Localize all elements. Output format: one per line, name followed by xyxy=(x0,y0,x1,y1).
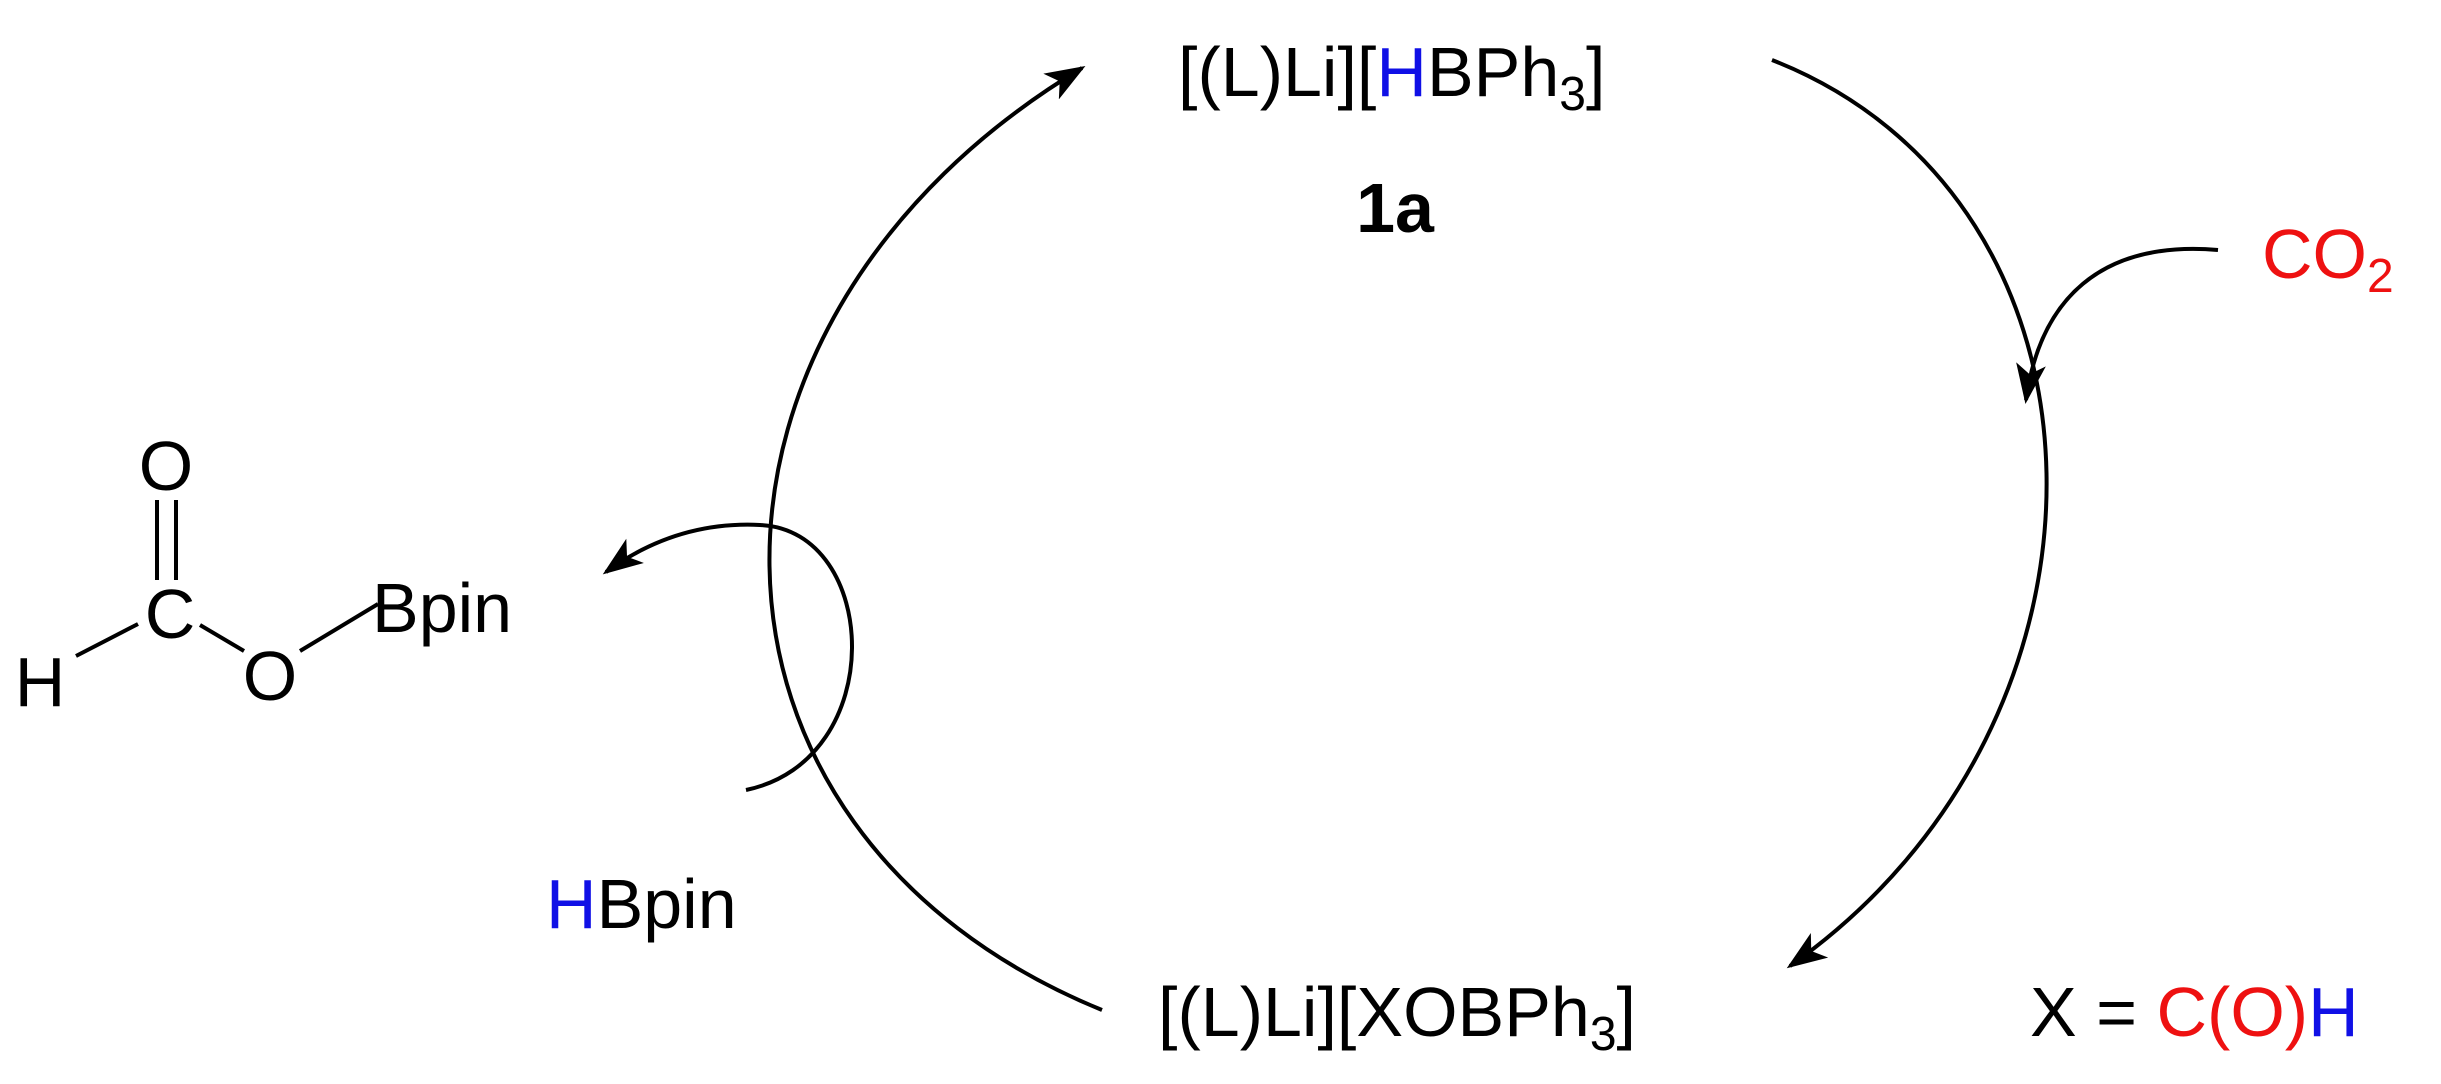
x-definition-lhs: X = xyxy=(2030,973,2156,1051)
x-definition-h: H xyxy=(2308,973,2359,1051)
h-c-bond xyxy=(75,622,139,658)
co2-subscript: 2 xyxy=(2367,250,2394,303)
intermediate-suffix: ] xyxy=(1617,973,1636,1051)
x-definition-formyl: C(O) xyxy=(2156,973,2308,1051)
catalyst-subscript: 3 xyxy=(1559,68,1586,121)
co2-entry-arrow xyxy=(2016,246,2219,404)
product-carbon: C xyxy=(145,575,196,653)
catalyst-label: 1a xyxy=(1356,169,1435,247)
c-o-bond xyxy=(198,623,246,653)
product-ester-o: O xyxy=(243,637,297,715)
intermediate-subscript: 3 xyxy=(1590,1008,1617,1061)
cycle-arc-right-down xyxy=(1771,58,2049,969)
catalyst-hydride-h: H xyxy=(1376,33,1427,111)
catalyst-bph: BPh xyxy=(1427,33,1559,111)
hbpin-h: H xyxy=(546,865,597,943)
o-b-bond xyxy=(298,602,380,653)
product-structure: O C H O Bpin xyxy=(15,427,512,721)
catalyst-prefix: [(L)Li][ xyxy=(1178,33,1376,111)
product-carbonyl-o: O xyxy=(139,427,193,505)
hbpin-to-product-arrow xyxy=(602,522,854,792)
product-bpin: Bpin xyxy=(372,569,512,647)
catalyst-suffix: ] xyxy=(1586,33,1605,111)
x-definition: X = C(O)H xyxy=(2030,973,2359,1051)
cycle-arc-left-up xyxy=(767,65,1103,1012)
hbpin-reagent: HBpin xyxy=(546,865,737,943)
intermediate-formula: [(L)Li][XOBPh3] xyxy=(1158,973,1636,1061)
co2-main: CO xyxy=(2262,215,2367,293)
intermediate-prefix: [(L)Li][XOBPh xyxy=(1158,973,1590,1051)
catalyst-formula: [(L)Li][HBPh3] xyxy=(1178,33,1605,121)
hbpin-rest: Bpin xyxy=(597,865,737,943)
product-h: H xyxy=(15,643,66,721)
co2-reagent: CO2 xyxy=(2262,215,2394,303)
